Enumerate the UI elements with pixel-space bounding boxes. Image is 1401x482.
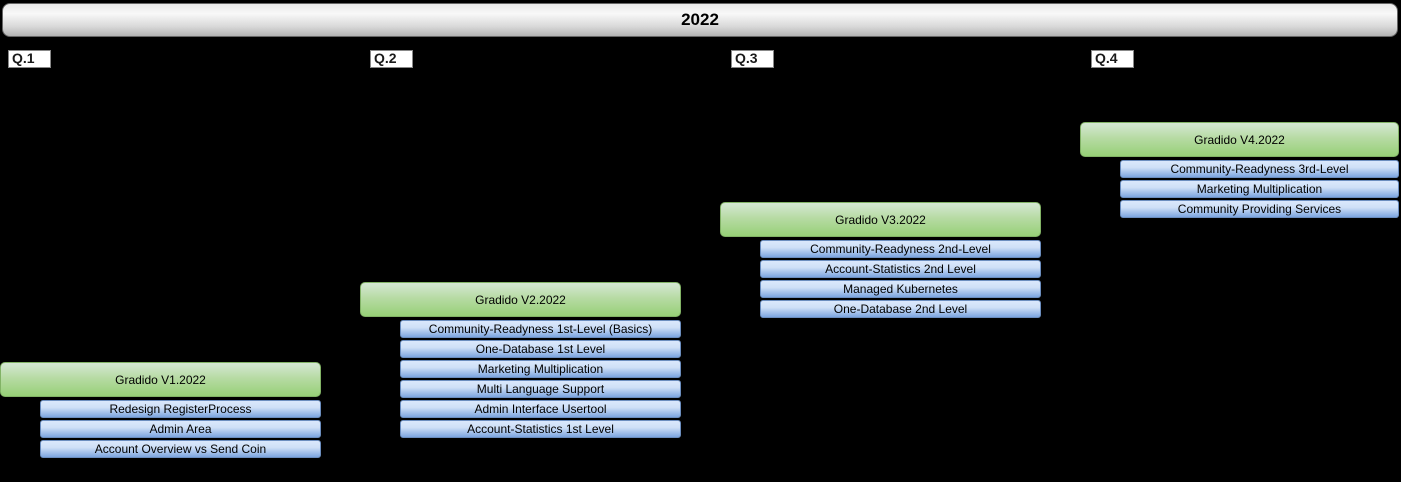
quarter-group-q2: Gradido V2.2022 Community-Readyness 1st-…: [360, 282, 681, 440]
quarter-group-q4: Gradido V4.2022 Community-Readyness 3rd-…: [1080, 122, 1399, 220]
roadmap-item: Managed Kubernetes: [760, 280, 1041, 298]
year-header-bar: 2022: [2, 3, 1398, 37]
quarter-group-q1: Gradido V1.2022 Redesign RegisterProcess…: [0, 362, 321, 460]
roadmap-item: One-Database 1st Level: [400, 340, 681, 358]
release-card-v1: Gradido V1.2022: [0, 362, 321, 397]
roadmap-item: Community-Readyness 2nd-Level: [760, 240, 1041, 258]
release-items-q2: Community-Readyness 1st-Level (Basics) O…: [400, 320, 681, 438]
roadmap-item: One-Database 2nd Level: [760, 300, 1041, 318]
roadmap-item: Redesign RegisterProcess: [40, 400, 321, 418]
quarter-group-q3: Gradido V3.2022 Community-Readyness 2nd-…: [720, 202, 1041, 320]
roadmap-item: Admin Area: [40, 420, 321, 438]
quarter-label-q4: Q.4: [1091, 50, 1134, 68]
roadmap-item: Account Overview vs Send Coin: [40, 440, 321, 458]
release-card-v3: Gradido V3.2022: [720, 202, 1041, 237]
release-items-q1: Redesign RegisterProcess Admin Area Acco…: [40, 400, 321, 458]
quarter-label-q2: Q.2: [370, 50, 413, 68]
release-card-v2: Gradido V2.2022: [360, 282, 681, 317]
quarter-label-q1: Q.1: [8, 50, 51, 68]
roadmap-item: Admin Interface Usertool: [400, 400, 681, 418]
release-items-q3: Community-Readyness 2nd-Level Account-St…: [760, 240, 1041, 318]
roadmap-item: Community Providing Services: [1120, 200, 1399, 218]
roadmap-item: Multi Language Support: [400, 380, 681, 398]
quarter-label-q3: Q.3: [731, 50, 774, 68]
roadmap-item: Community-Readyness 3rd-Level: [1120, 160, 1399, 178]
year-title: 2022: [681, 10, 719, 29]
roadmap-item: Marketing Multiplication: [1120, 180, 1399, 198]
roadmap-item: Community-Readyness 1st-Level (Basics): [400, 320, 681, 338]
roadmap-item: Account-Statistics 2nd Level: [760, 260, 1041, 278]
roadmap-item: Account-Statistics 1st Level: [400, 420, 681, 438]
release-card-v4: Gradido V4.2022: [1080, 122, 1399, 157]
roadmap-item: Marketing Multiplication: [400, 360, 681, 378]
release-items-q4: Community-Readyness 3rd-Level Marketing …: [1120, 160, 1399, 218]
